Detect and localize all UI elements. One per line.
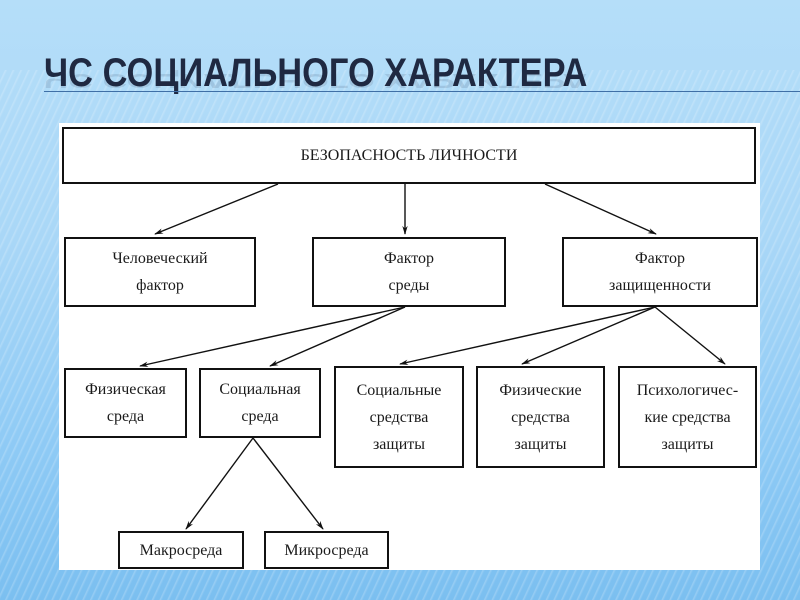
node-label: среды: [388, 277, 430, 294]
node-label: средства: [511, 408, 570, 426]
node-physical-protection-means: Физические средства защиты: [476, 366, 605, 468]
node-label: Физическая: [85, 381, 166, 398]
node-label: защиты: [661, 435, 714, 453]
node-macro-environment: Макросреда: [118, 531, 244, 569]
node-label: БЕЗОПАСНОСТЬ ЛИЧНОСТИ: [300, 147, 518, 164]
node-label: Социальные: [356, 381, 442, 399]
title-underline: [44, 91, 800, 92]
node-personal-safety: БЕЗОПАСНОСТЬ ЛИЧНОСТИ: [62, 127, 756, 184]
node-physical-environment: Физическая среда: [64, 368, 187, 438]
node-label: Фактор: [383, 250, 435, 267]
node-label: защиты: [514, 435, 567, 453]
node-label: Микросреда: [284, 541, 369, 559]
node-label: среда: [241, 408, 279, 425]
node-social-protection-means: Социальные средства защиты: [334, 366, 464, 468]
node-label: среда: [106, 408, 145, 425]
node-label: кие средства: [644, 408, 731, 426]
node-label: Человеческий: [112, 250, 208, 267]
node-psychological-protection-means: Психологичес- кие средства защиты: [618, 366, 757, 468]
node-human-factor: Человеческий фактор: [64, 237, 256, 307]
node-social-environment: Социальная среда: [199, 368, 321, 438]
diagram-panel: [59, 123, 760, 570]
node-micro-environment: Микросреда: [264, 531, 389, 569]
node-protection-factor: Фактор защищенности: [562, 237, 758, 307]
node-label: защиты: [372, 435, 426, 453]
node-label: Социальная: [219, 381, 301, 398]
node-label: фактор: [136, 277, 184, 294]
node-environment-factor: Фактор среды: [312, 237, 506, 307]
node-label: защищенности: [609, 277, 711, 294]
node-label: Физические: [499, 381, 582, 399]
node-label: Макросреда: [139, 541, 223, 559]
node-label: Фактор: [634, 250, 686, 267]
slide-title: ЧС СОЦИАЛЬНОГО ХАРАКТЕРА: [44, 51, 588, 95]
node-label: Психологичес-: [636, 381, 739, 399]
node-label: средства: [369, 408, 429, 426]
